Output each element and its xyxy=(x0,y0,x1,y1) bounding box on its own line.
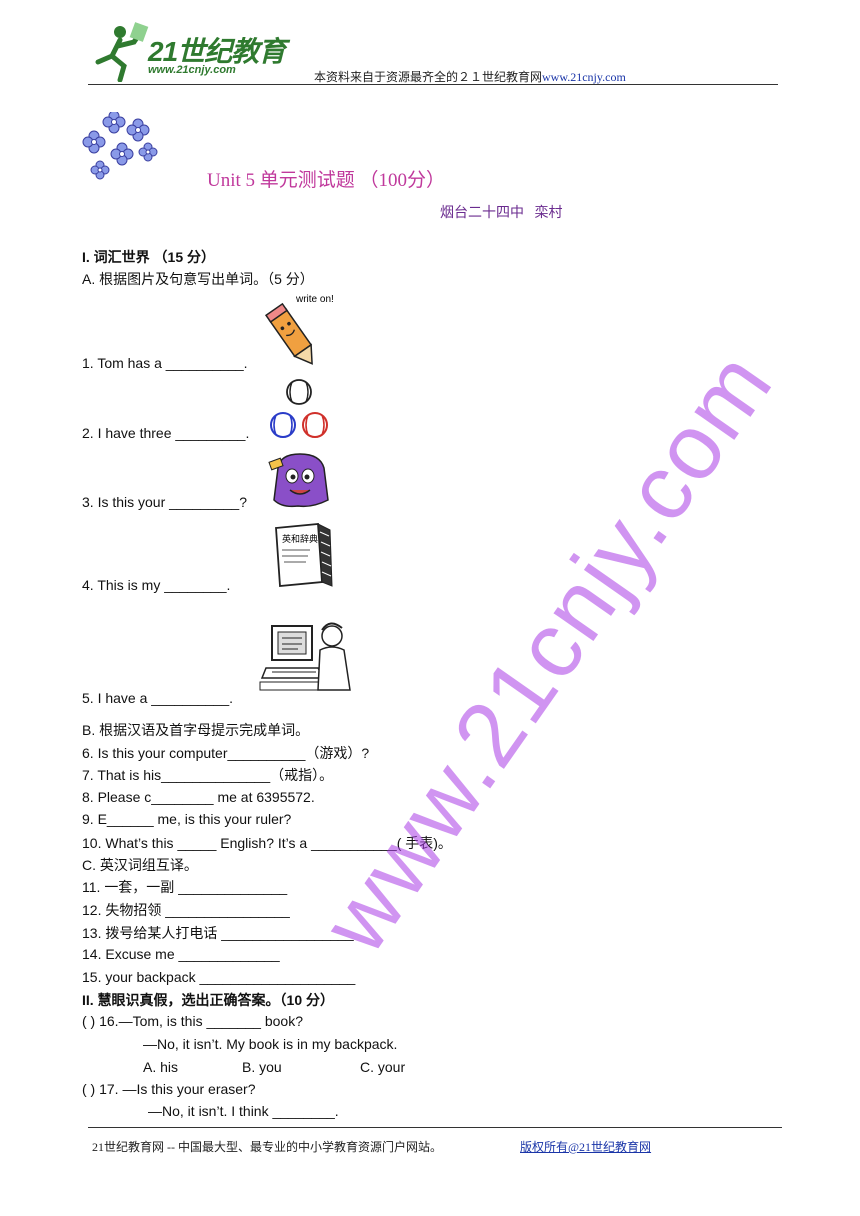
question-10: 10. What’s this _____ English? It’s a __… xyxy=(82,835,452,851)
question-17-reply: —No, it isn’t. I think ________. xyxy=(148,1103,339,1119)
question-3: 3. Is this your _________? xyxy=(82,494,248,510)
question-12: 12. 失物招领 ________________ xyxy=(82,902,290,918)
question-11: 11. 一套，一副 ______________ xyxy=(82,879,288,895)
site-logo xyxy=(90,22,290,83)
header-divider xyxy=(88,84,778,85)
header-note: 本资料来自于资源最齐全的２１世纪教育网www.21cnjy.com xyxy=(314,70,626,84)
footer-divider xyxy=(88,1127,782,1128)
section-heading: I. 词汇世界 （15 分） xyxy=(82,249,216,265)
question-9: 9. E______ me, is this your ruler? xyxy=(82,811,292,827)
question-15: 15. your backpack ____________________ xyxy=(82,969,356,985)
header-link[interactable]: www.21cnjy.com xyxy=(542,70,626,84)
footer-note: 21世纪教育网 -- 中国最大型、最专业的中小学教育资源门户网站。 xyxy=(92,1140,442,1154)
dictionary-picture-icon: 英和辞典 xyxy=(275,523,333,587)
section-heading: II. 慧眼识真假，选出正确答案。（10 分） xyxy=(82,992,335,1008)
question-5: 5. I have a __________. xyxy=(82,690,234,706)
pencil-picture-icon: write on! xyxy=(264,294,334,365)
page-title: Unit 5 单元测试题 （100分） xyxy=(207,170,446,191)
question-6: 6. Is this your computer__________（游戏）? xyxy=(82,745,370,761)
dictionary-title: 英和辞典 xyxy=(282,533,318,545)
pencil-caption: write on! xyxy=(295,294,334,305)
part-heading: A. 根据图片及句意写出单词。（5 分） xyxy=(82,271,314,287)
logo-url: www.21cnjy.com xyxy=(148,64,236,76)
question-7: 7. That is his______________（戒指）。 xyxy=(82,767,334,783)
footer-copyright-link[interactable]: 版权所有@21世纪教育网 xyxy=(520,1140,652,1154)
runner-icon xyxy=(95,22,149,83)
backpack-picture-icon xyxy=(268,453,329,508)
watermark: www.21cnjy.com xyxy=(303,333,793,971)
question-8: 8. Please c________ me at 6395572. xyxy=(82,789,315,805)
question-4: 4. This is my ________. xyxy=(82,577,231,593)
author-line: 烟台二十四中 栾村 xyxy=(440,206,563,221)
question-17: ( ) 17. —Is this your eraser? xyxy=(82,1081,256,1097)
part-heading: C. 英汉词组互译。 xyxy=(82,857,198,873)
computer-picture-icon xyxy=(259,622,351,691)
question-2: 2. I have three _________. xyxy=(82,425,250,441)
balls-picture-icon xyxy=(270,379,328,438)
question-13: 13. 拨号给某人打电话 _________________ xyxy=(82,925,354,941)
question-14: 14. Excuse me _____________ xyxy=(82,946,280,962)
option-b: B. you xyxy=(242,1059,282,1075)
part-heading: B. 根据汉语及首字母提示完成单词。 xyxy=(82,722,310,738)
option-c: C. your xyxy=(360,1059,406,1075)
question-1: 1. Tom has a __________. xyxy=(82,355,248,371)
question-16: ( ) 16.—Tom, is this _______ book? xyxy=(82,1013,304,1029)
option-a: A. his xyxy=(143,1059,179,1075)
question-16-reply: —No, it isn’t. My book is in my backpack… xyxy=(143,1036,398,1052)
flower-decoration-icon xyxy=(82,112,158,180)
logo-text: 21世纪教育 xyxy=(148,36,286,67)
